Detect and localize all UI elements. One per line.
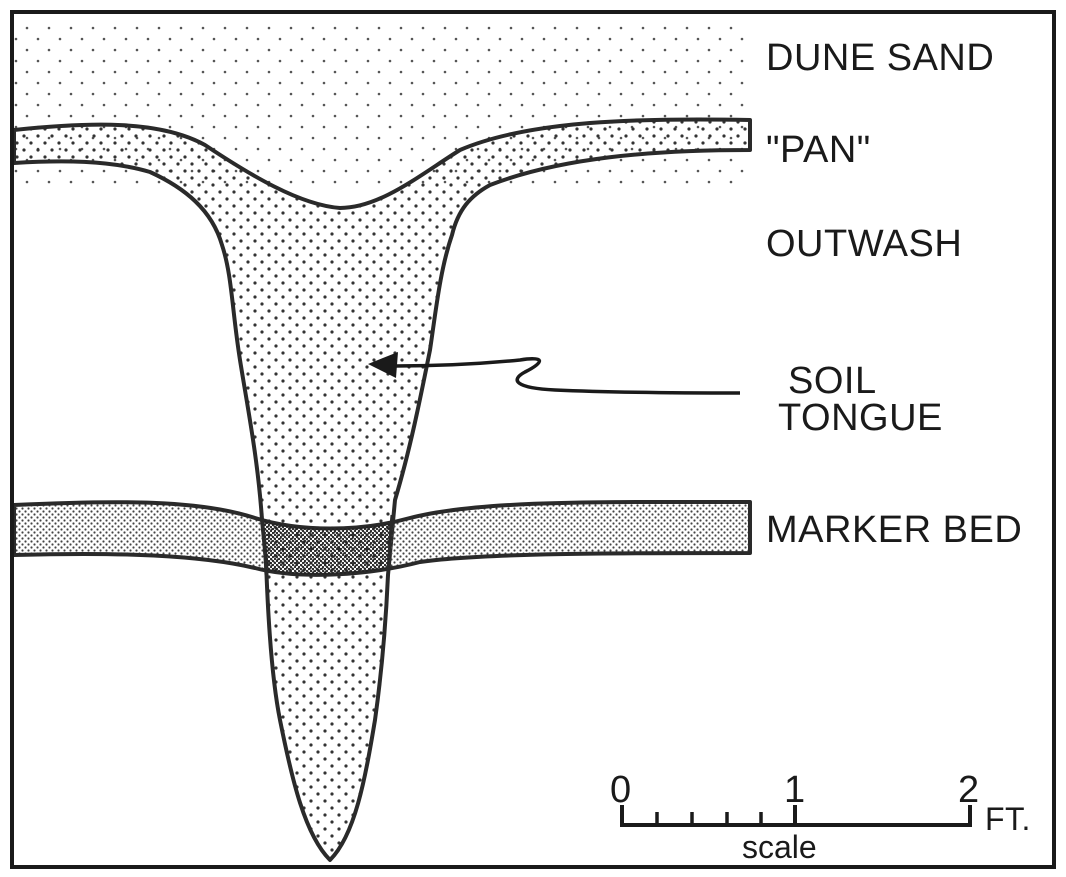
soil-label: SOIL — [788, 360, 877, 402]
scale-label-1: 1 — [784, 769, 806, 811]
marker-bed-label: MARKER BED — [766, 509, 1022, 551]
soil-tongue-arrow-line — [395, 359, 740, 393]
scale-label-2: 2 — [958, 769, 980, 811]
tongue-label: TONGUE — [778, 397, 943, 439]
dune-sand-label: DUNE SAND — [766, 37, 994, 79]
scale-caption: scale — [742, 829, 817, 865]
scale-unit: FT. — [985, 801, 1031, 837]
pan-and-tongue-fill — [14, 119, 750, 860]
scale-label-0: 0 — [610, 769, 632, 811]
scale-bar: 0 1 2 FT. scale — [610, 769, 1031, 865]
pan-label: "PAN" — [766, 129, 871, 171]
outwash-label: OUTWASH — [766, 223, 962, 265]
